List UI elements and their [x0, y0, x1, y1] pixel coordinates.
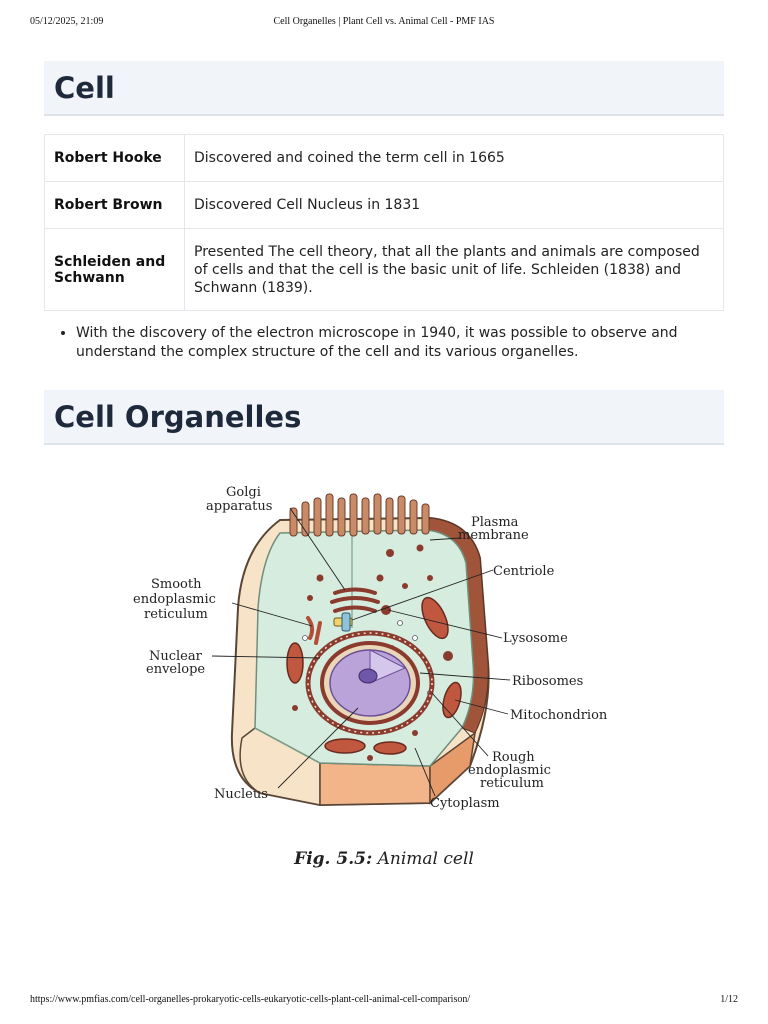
figure-number: Fig. 5.5:	[294, 849, 373, 869]
cell-wall-bottom-right	[429, 731, 477, 805]
label-smooth-er: reticulum	[144, 607, 208, 622]
animal-cell-figure: Golgi apparatus Plasma membrane Centriol…	[133, 485, 608, 811]
bullet-list: With the discovery of the electron micro…	[56, 324, 736, 362]
print-url: https://www.pmfias.com/cell-organelles-p…	[30, 994, 471, 1005]
label-ribosomes: Ribosomes	[512, 674, 583, 689]
label-smooth-er: endoplasmic	[133, 592, 216, 607]
label-lysosome: Lysosome	[503, 631, 568, 646]
table-cell-name: Robert Hooke	[44, 134, 185, 182]
label-nuclear-envelope: envelope	[146, 662, 205, 677]
nucleolus	[358, 668, 378, 684]
microvilli	[289, 493, 430, 537]
figure-title: Animal cell	[377, 849, 474, 869]
label-nucleus: Nucleus	[214, 787, 268, 802]
label-rough-er: Rough	[492, 750, 535, 765]
print-title: Cell Organelles | Plant Cell vs. Animal …	[273, 16, 495, 27]
section-heading-cell: Cell	[44, 61, 724, 116]
smooth-er	[306, 616, 322, 645]
label-rough-er: reticulum	[480, 776, 544, 791]
label-golgi: apparatus	[206, 499, 272, 514]
label-centriole: Centriole	[493, 564, 555, 579]
table-row: Robert Brown Discovered Cell Nucleus in …	[44, 181, 724, 229]
table-row: Robert Hooke Discovered and coined the t…	[44, 134, 724, 182]
table-cell-desc: Discovered and coined the term cell in 1…	[184, 134, 724, 182]
nucleus-cutaway	[369, 649, 407, 684]
table-row: Schleiden and Schwann Presented The cell…	[44, 228, 724, 311]
figure-caption: Fig. 5.5: Animal cell	[0, 849, 768, 869]
table-cell-desc: Discovered Cell Nucleus in 1831	[184, 181, 724, 229]
label-plasma: membrane	[458, 528, 529, 543]
section-heading-organelles: Cell Organelles	[44, 390, 724, 445]
table-cell-name: Robert Brown	[44, 181, 185, 229]
label-nuclear-envelope: Nuclear	[149, 649, 203, 664]
leader-lines	[211, 507, 511, 797]
label-golgi: Golgi	[226, 485, 261, 500]
list-item: With the discovery of the electron micro…	[76, 324, 736, 362]
vesicles	[292, 544, 453, 761]
print-datetime: 05/12/2025, 21:09	[30, 16, 104, 27]
mitochondria	[286, 596, 462, 755]
centriole	[333, 612, 353, 632]
cell-wall-bottom-front	[319, 762, 431, 806]
rough-er-dots	[307, 632, 433, 734]
label-cytoplasm: Cytoplasm	[430, 796, 500, 811]
discoverers-table: Robert Hooke Discovered and coined the t…	[44, 134, 724, 311]
golgi-apparatus	[330, 587, 380, 613]
figure-labels: Golgi apparatus Plasma membrane Centriol…	[133, 485, 608, 811]
label-smooth-er: Smooth	[151, 577, 202, 592]
page-number: 1/12	[720, 994, 738, 1005]
table-cell-name: Schleiden and Schwann	[44, 228, 185, 311]
label-mitochondrion: Mitochondrion	[510, 708, 608, 723]
table-cell-desc: Presented The cell theory, that all the …	[184, 228, 724, 311]
label-rough-er: endoplasmic	[468, 763, 551, 778]
label-plasma: Plasma	[471, 515, 519, 530]
